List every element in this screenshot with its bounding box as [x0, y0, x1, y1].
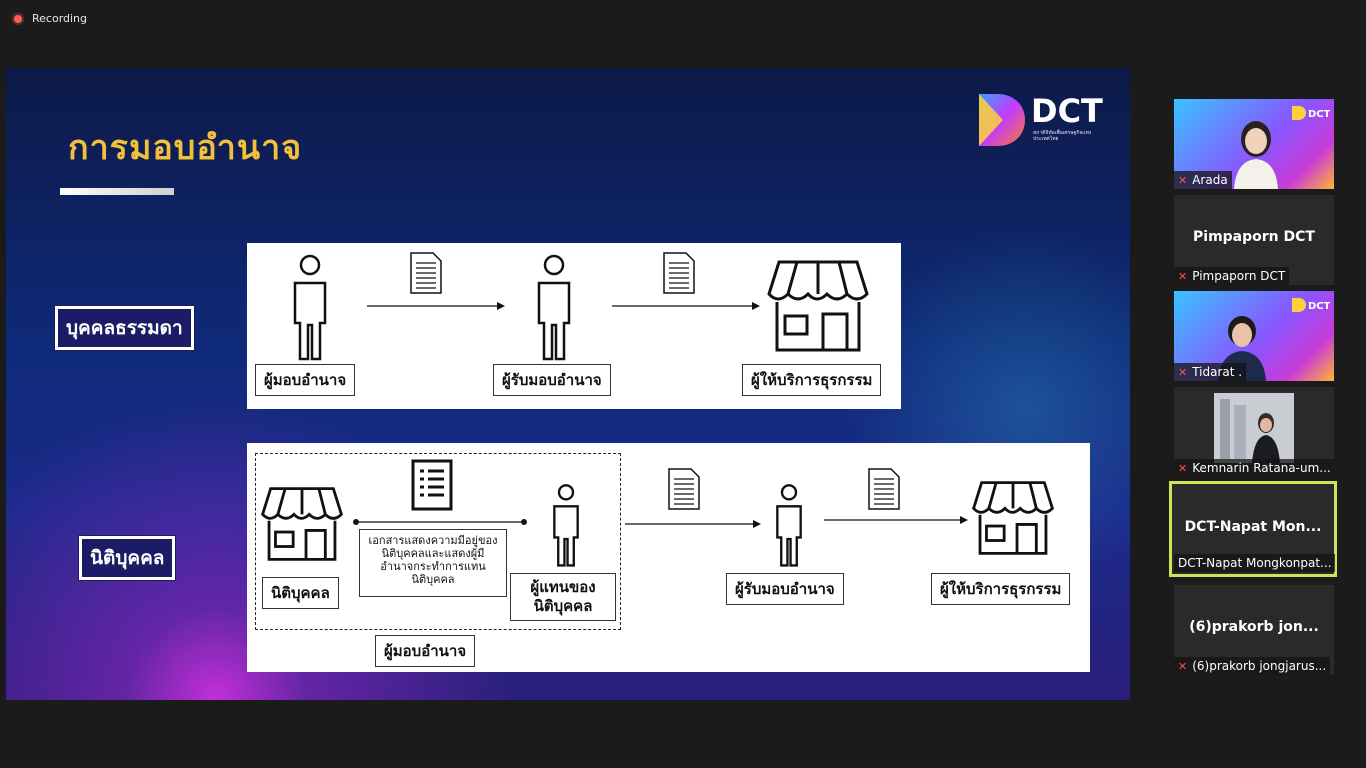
participant-tile-pimpaporn[interactable]: Pimpaporn DCT ✕Pimpaporn DCT [1174, 195, 1334, 285]
shop-icon [972, 481, 1054, 555]
connector-line [353, 519, 527, 525]
title-underline [60, 188, 174, 195]
label-provider: ผู้ให้บริการธุรกรรม [742, 364, 882, 396]
flow-natural-person: ผู้มอบอำนาจ ผู้รับมอบอำนาจ ผู้ให้บริการธ… [247, 243, 901, 409]
arrow-icon [367, 302, 505, 310]
shared-slide: การมอบอำนาจ DCT สภาดิจิทัลเพื่อเศรษฐกิจแ… [6, 68, 1130, 700]
arrow-icon [612, 302, 760, 310]
participant-name: ✕Kemnarin Ratana-um... [1174, 459, 1334, 477]
dct-logo-icon [979, 94, 1025, 146]
slide-title: การมอบอำนาจ [68, 128, 303, 168]
record-icon [12, 12, 24, 25]
mic-muted-icon: ✕ [1178, 659, 1188, 673]
person-icon [553, 484, 579, 567]
mic-muted-icon: ✕ [1178, 269, 1188, 283]
label-grantor: ผู้มอบอำนาจ [255, 364, 356, 396]
dct-mini-logo-icon: DCT [1292, 298, 1330, 312]
participant-display-name: Pimpaporn DCT [1193, 229, 1315, 245]
participant-name: ✕(6)prakorb jongjarus... [1174, 657, 1331, 675]
dct-logo: DCT สภาดิจิทัลเพื่อเศรษฐกิจแห่งประเทศไทย [979, 92, 1104, 148]
person-icon [776, 484, 802, 567]
label-provider: ผู้ให้บริการธุรกรรม [931, 573, 1071, 605]
participant-video-icon [1234, 121, 1278, 189]
participant-name: ✕Tidarat . [1174, 363, 1247, 381]
participant-name: ✕Pimpaporn DCT [1174, 267, 1290, 285]
document-icon [663, 252, 695, 294]
participant-tile-kemnarin[interactable]: ✕Kemnarin Ratana-um... [1174, 387, 1334, 477]
label-entity-document: เอกสารแสดงความมีอยู่ของนิติบุคคลและแสดงผ… [359, 529, 507, 597]
label-representative: ผู้แทนของนิติบุคคล [510, 573, 616, 621]
document-list-icon [411, 459, 453, 511]
mic-muted-icon: ✕ [1178, 461, 1188, 475]
shop-icon [767, 260, 869, 352]
tag-natural-person: บุคคลธรรมดา [54, 305, 195, 351]
participant-tile-arada[interactable]: DCT ✕Arada [1174, 99, 1334, 189]
participant-name: ✕Arada [1174, 171, 1232, 189]
recording-indicator: Recording [12, 12, 87, 25]
document-icon [410, 252, 442, 294]
logo-subtitle: สภาดิจิทัลเพื่อเศรษฐกิจแห่งประเทศไทย [1033, 130, 1092, 142]
participant-tile-napat[interactable]: DCT-Napat Mon... DCT-Napat Mongkonpat... [1169, 481, 1337, 577]
participant-name: DCT-Napat Mongkonpat... [1174, 554, 1335, 572]
person-icon [537, 254, 571, 361]
participant-display-name: DCT-Napat Mon... [1184, 519, 1322, 535]
dct-mini-logo-icon: DCT [1292, 106, 1330, 120]
arrow-icon [625, 520, 761, 528]
document-icon [668, 468, 700, 510]
logo-wordmark: DCT [1031, 92, 1103, 130]
svg-text:DCT: DCT [1308, 301, 1330, 312]
participant-tile-tidarat[interactable]: DCT ✕Tidarat . [1174, 291, 1334, 381]
document-icon [868, 468, 900, 510]
arrow-icon [824, 516, 968, 524]
tag-juristic-person: นิติบุคคล [77, 535, 177, 581]
grantor-group [255, 453, 621, 630]
mic-muted-icon: ✕ [1178, 365, 1188, 379]
mic-muted-icon: ✕ [1178, 173, 1188, 187]
flow-juristic-person: นิติบุคคล เอกสารแสดงความมีอยู่ของนิติบุค… [247, 443, 1090, 672]
label-grantee: ผู้รับมอบอำนาจ [493, 364, 611, 396]
participant-video-icon [1214, 393, 1294, 463]
participant-display-name: (6)prakorb jon... [1189, 619, 1319, 635]
shop-icon [261, 487, 343, 561]
label-grantee: ผู้รับมอบอำนาจ [726, 573, 844, 605]
label-entity: นิติบุคคล [262, 577, 339, 609]
person-icon [293, 254, 327, 361]
recording-label: Recording [32, 12, 88, 25]
svg-text:DCT: DCT [1308, 109, 1330, 120]
label-grantor: ผู้มอบอำนาจ [375, 635, 476, 667]
participant-tile-prakorb[interactable]: (6)prakorb jon... ✕(6)prakorb jongjarus.… [1174, 585, 1334, 675]
